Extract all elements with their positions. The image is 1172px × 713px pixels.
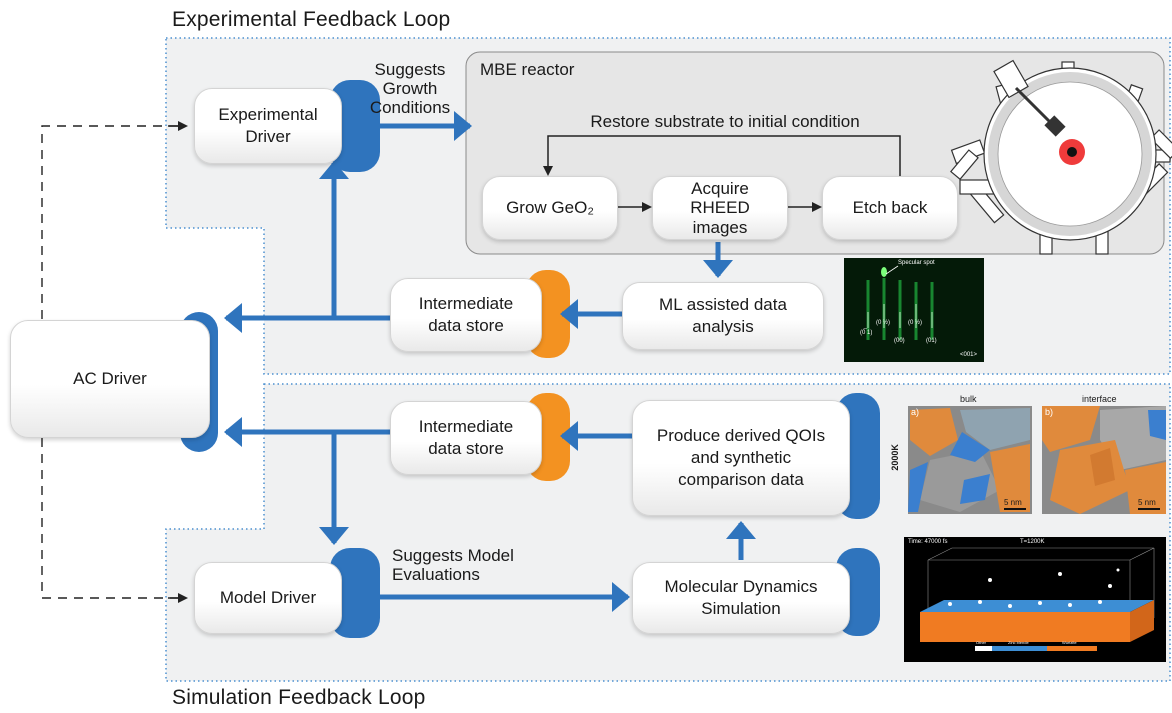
rheed-specular-label: Specular spot	[898, 260, 935, 266]
simulation-loop-title: Simulation Feedback Loop	[172, 686, 426, 709]
scale-bar-b-label: 5 nm	[1138, 498, 1156, 507]
restore-substrate-label: Restore substrate to initial condition	[590, 112, 860, 131]
md-legend-other: Other	[976, 640, 987, 645]
blue-arrows	[224, 111, 756, 612]
experimental-driver-box: Experimental Driver	[194, 88, 342, 164]
acquire-rheed-box: Acquire RHEED images	[652, 176, 788, 240]
interface-label: interface	[1082, 394, 1117, 404]
panel-a-label: a)	[911, 407, 920, 417]
md-temp-label: T=1200K	[1020, 539, 1045, 545]
scale-bar-a-label: 5 nm	[1004, 498, 1022, 507]
derived-qois-box: Produce derived QOIs and synthetic compa…	[632, 400, 850, 516]
suggests-growth-label: Suggests Growth Conditions	[369, 60, 451, 118]
intermediate-store-sim-box: Intermediate data store	[390, 401, 542, 475]
bulk-label: bulk	[960, 394, 977, 404]
rheed-label-2: (0 ½)	[876, 320, 891, 326]
rheed-label-1: (0̅ 1)	[860, 330, 873, 336]
temperature-side-label: 2000K	[889, 444, 900, 471]
model-driver-box: Model Driver	[194, 562, 342, 634]
rheed-label-4: (0 ½)	[908, 320, 923, 326]
etch-back-box: Etch back	[822, 176, 958, 240]
mbe-reactor-label: MBE reactor	[480, 60, 575, 79]
rheed-label-5: (01)	[926, 338, 937, 344]
ac-driver-box: AC Driver	[10, 320, 210, 438]
md-time-label: Time: 47000 fs	[908, 539, 948, 545]
grow-geo2-box: Grow GeO₂	[482, 176, 618, 240]
panel-b-label: b)	[1045, 407, 1054, 417]
ml-analysis-box: ML assisted data analysis	[622, 282, 824, 350]
suggests-model-label: Suggests Model Evaluations	[392, 546, 514, 585]
intermediate-store-exp-box: Intermediate data store	[390, 278, 542, 352]
md-legend-wurtzite: Wurtzite	[1062, 640, 1077, 645]
md-legend-zincblende: Zinc blende	[1008, 640, 1029, 645]
experimental-loop-title: Experimental Feedback Loop	[172, 8, 451, 31]
md-simulation-box: Molecular Dynamics Simulation	[632, 562, 850, 634]
rheed-label-3: (00)	[894, 338, 905, 344]
rheed-direction: <001>	[960, 352, 978, 358]
